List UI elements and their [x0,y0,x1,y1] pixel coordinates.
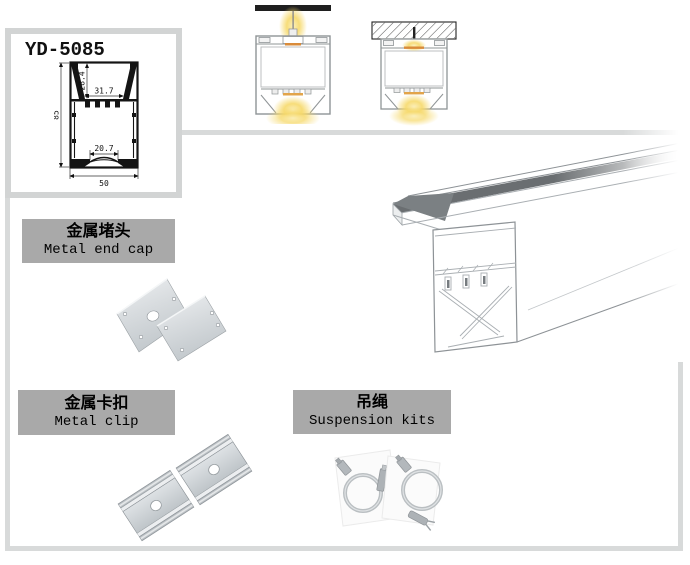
top-glow [402,39,426,52]
end-cap-image [116,278,227,362]
led-strip-bottom [283,93,303,96]
profile-inner-walls [73,102,135,163]
frame-border-bottom [5,546,683,551]
dim-overall-width: 50 [99,179,109,188]
frame-border-top [181,130,683,135]
clip-label-box: 金属卡扣 Metal clip [18,390,175,435]
model-number: YD-5085 [25,39,105,61]
suspension-kit-image [334,449,443,531]
dim-overall-height: 85 [54,110,61,120]
fade-overlay [623,130,688,362]
suspension-wire [292,11,294,33]
dimension-lines [58,62,139,179]
frame-border-left [5,196,10,551]
end-cap-label-zh: 金属堵头 [66,223,131,241]
dim-diffuser-width: 20.7 [94,144,113,153]
cross-section-drawing: 85 28.4 31.7 20.7 50 [54,61,139,188]
model-box: YD-5085 [5,28,182,198]
surface-mounting-diagram [371,21,457,126]
suspension-kit [381,454,443,531]
clip-image [117,433,253,542]
led-strip-bottom [404,92,424,95]
profile-top-caps [70,62,138,167]
suspension-label-zh: 吊绳 [355,394,388,412]
led-strip-top [285,43,301,46]
metal-clip [117,469,195,542]
dim-top-cavity-width: 31.7 [94,87,113,96]
end-cap-label-box: 金属堵头 Metal end cap [22,219,175,263]
top-channel-dark [393,150,686,213]
dim-top-cavity-depth: 28.4 [78,71,87,90]
led-strip-top [404,46,424,49]
profile-3d-render [392,130,688,362]
suspension-label-box: 吊绳 Suspension kits [293,390,451,434]
suspension-label-en: Suspension kits [308,413,436,430]
end-cap-label-en: Metal end cap [43,242,154,259]
clip-label-zh: 金属卡扣 [64,394,129,412]
metal-clip [175,433,253,506]
suspended-mounting-diagram [255,5,331,124]
clip-label-en: Metal clip [54,413,139,430]
